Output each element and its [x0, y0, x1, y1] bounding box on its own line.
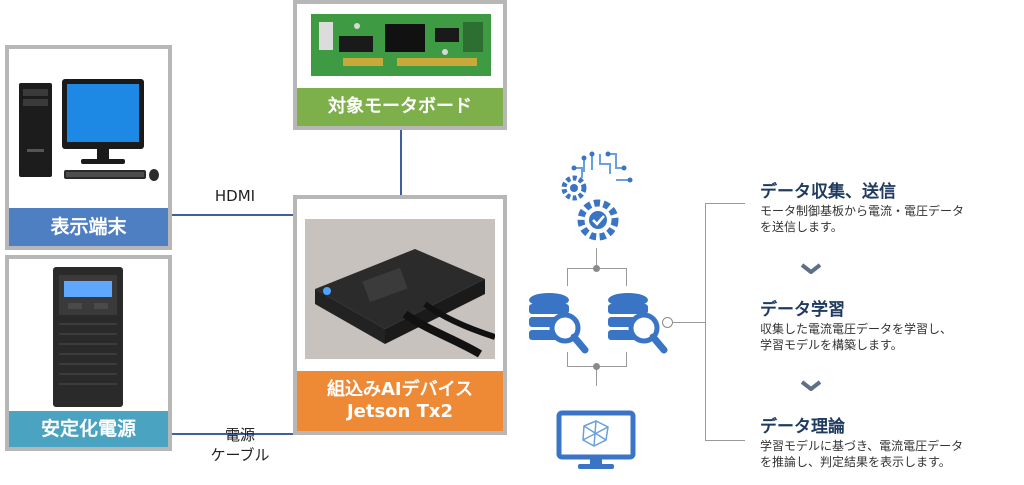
db-top-bracket-left [567, 268, 568, 286]
desktop-computer-icon [19, 79, 159, 181]
step-2-title: データ学習 [760, 300, 845, 320]
circuit-board-icon [311, 14, 491, 76]
ai-device-label-line2: Jetson Tx2 [346, 401, 454, 422]
db-top-bracket-right [626, 268, 627, 286]
ai-device-label: 組込みAIデバイス Jetson Tx2 [297, 371, 503, 431]
power-supply-label: 安定化電源 [9, 411, 168, 447]
power-cable-label-line2: ケーブル [210, 445, 270, 464]
jetson-board-photo [305, 219, 495, 359]
power-supply-unit-icon [53, 267, 123, 407]
step-3-title: データ理論 [760, 417, 845, 437]
database-search-icon-2 [608, 293, 668, 354]
hdmi-label: HDMI [214, 187, 256, 205]
steps-bracket-top [705, 203, 745, 204]
power-supply-card: 安定化電源 [5, 255, 172, 451]
steps-bracket-node [662, 317, 673, 328]
hdmi-connector [172, 214, 293, 216]
power-cable-label: 電源 ケーブル [195, 426, 285, 465]
ai-device-card: 組込みAIデバイス Jetson Tx2 [293, 195, 507, 435]
db-bottom-junction-dot [593, 363, 600, 370]
db-top-bracket-vertical [596, 248, 597, 268]
board-to-ai-connector [400, 130, 402, 195]
ai-device-label-line1: 組込みAIデバイス [326, 379, 474, 401]
db-bottom-bracket-vertical [596, 366, 597, 386]
db-bottom-bracket-left [567, 352, 568, 366]
display-terminal-label: 表示端末 [9, 208, 168, 246]
step-1-description: モータ制御基板から電流・電圧データ を送信します。 [760, 204, 965, 235]
db-bottom-bracket-right [626, 352, 627, 366]
steps-bracket-bottom [705, 440, 745, 441]
chevron-down-icon [800, 263, 822, 274]
display-terminal-card: 表示端末 [5, 45, 172, 250]
database-search-icon [529, 293, 589, 354]
motor-board-label: 対象モータボード [297, 88, 503, 126]
step-1-title: データ収集、送信 [760, 182, 896, 202]
db-top-junction-dot [593, 265, 600, 272]
step-3-description: 学習モデルに基づき、電流電圧データ を推論し、判定結果を表示します。 [760, 439, 964, 470]
power-cable-connector [172, 433, 293, 435]
steps-bracket-vertical [705, 203, 706, 440]
power-cable-label-line1: 電源 [224, 426, 255, 444]
steps-bracket-link [668, 322, 705, 323]
monitor-brain-icon [556, 410, 636, 469]
motor-board-card: 対象モータボード [293, 0, 507, 130]
chevron-down-icon-2 [800, 380, 822, 391]
step-2-description: 収集した電流電圧データを学習し、 学習モデルを構築します。 [760, 322, 953, 353]
gear-circuit-icon [561, 151, 633, 241]
